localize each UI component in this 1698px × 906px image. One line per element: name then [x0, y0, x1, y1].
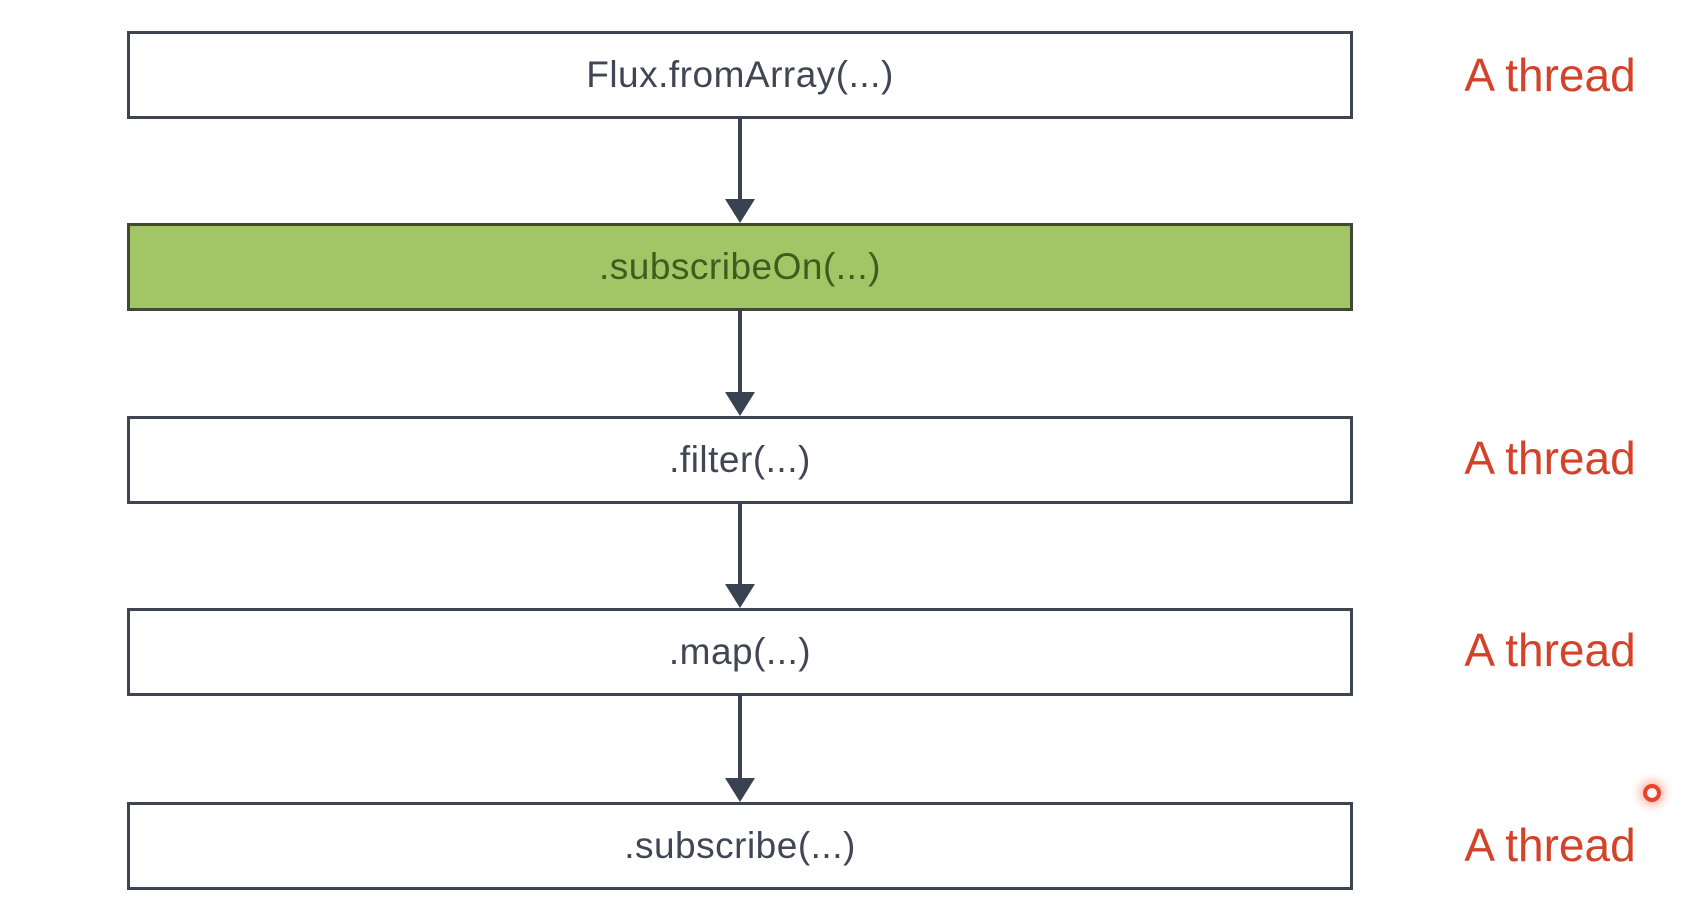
node-label: .subscribe(...): [624, 825, 856, 866]
arrow-shaft: [738, 694, 742, 780]
node-label: .filter(...): [669, 439, 811, 480]
thread-label: A thread: [1464, 49, 1636, 101]
node-label: .map(...): [668, 631, 812, 672]
thread-label: A thread: [1464, 819, 1636, 871]
node-filter: .filter(...): [127, 416, 1353, 504]
arrow-down-icon: [725, 778, 755, 802]
arrow-shaft: [738, 310, 742, 394]
arrow-down-icon: [725, 584, 755, 608]
node-flux-fromarray: Flux.fromArray(...): [127, 31, 1353, 119]
node-label: Flux.fromArray(...): [586, 54, 894, 95]
thread-label: A thread: [1464, 432, 1636, 484]
arrow-down-icon: [725, 392, 755, 416]
arrow-shaft: [738, 119, 742, 201]
node-subscribeon: .subscribeOn(...): [127, 223, 1353, 311]
thread-label: A thread: [1464, 624, 1636, 676]
node-subscribe: .subscribe(...): [127, 802, 1353, 890]
node-map: .map(...): [127, 608, 1353, 696]
laser-pointer-dot: [1643, 784, 1661, 802]
arrow-down-icon: [725, 199, 755, 223]
arrow-shaft: [738, 504, 742, 586]
node-label: .subscribeOn(...): [599, 246, 881, 287]
